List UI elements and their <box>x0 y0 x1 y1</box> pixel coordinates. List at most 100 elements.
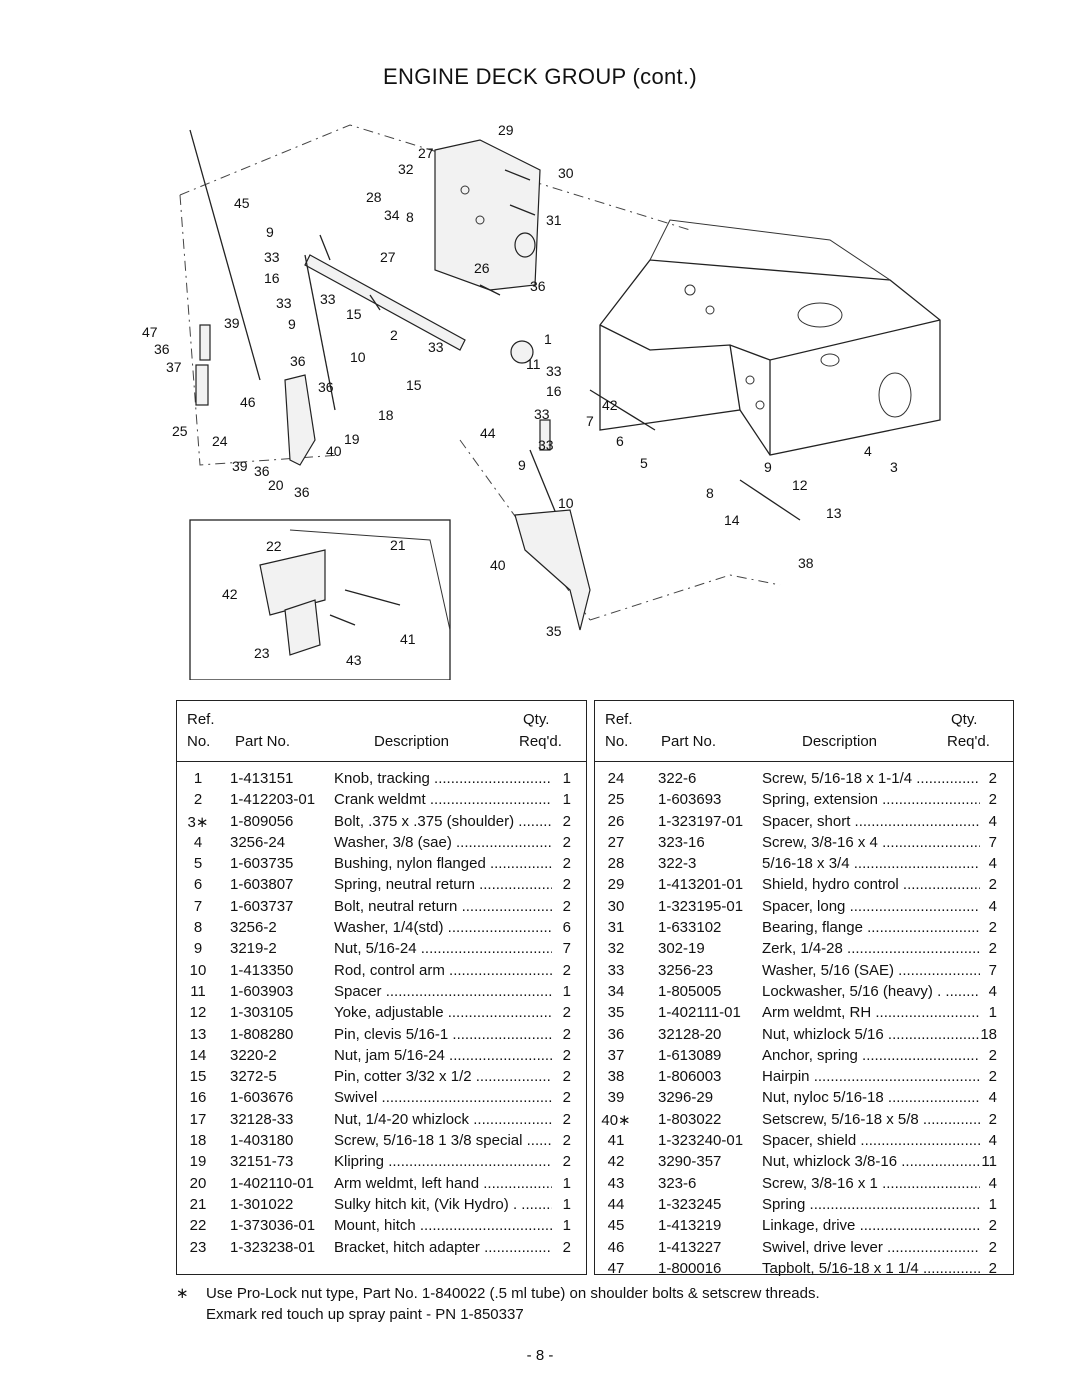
callout-number: 33 <box>428 339 444 355</box>
qty-cell: 18 <box>980 1025 997 1043</box>
part-no-cell: 1-413219 <box>658 1217 722 1235</box>
callout-number: 44 <box>480 425 496 441</box>
ref-cell: 4 <box>193 833 203 851</box>
description-cell: Swivel, drive lever <box>762 1239 980 1256</box>
engine-deck-frame <box>599 219 941 456</box>
description-cell: Bracket, hitch adapter <box>334 1239 552 1256</box>
qty-cell: 4 <box>988 812 997 830</box>
part-no-cell: 3272-5 <box>230 1068 277 1086</box>
arm-weldmt-left <box>284 374 316 466</box>
callout-number: 24 <box>212 433 228 449</box>
ref-cell: 6 <box>193 876 203 894</box>
qty-cell: 1 <box>562 982 571 1000</box>
qty-cell: 2 <box>988 770 997 787</box>
callout-number: 16 <box>546 383 562 399</box>
description-cell: Nut, 1/4-20 whizlock <box>334 1111 552 1128</box>
ref-cell: 23 <box>189 1238 207 1256</box>
part-no-cell: 1-805005 <box>658 982 722 1000</box>
part-no-cell: 1-603807 <box>230 876 294 894</box>
part-no-cell: 32151-73 <box>230 1153 294 1171</box>
description-cell: Bushing, nylon flanged <box>334 855 552 872</box>
description-cell: Nut, whizlock 5/16 <box>762 1026 980 1043</box>
ref-cell: 38 <box>607 1068 625 1086</box>
qty-cell: 2 <box>562 1025 571 1043</box>
description-cell: Arm weldmt, RH <box>762 1004 980 1021</box>
description-cell: Pin, cotter 3/32 x 1/2 <box>334 1068 552 1085</box>
callout-number: 20 <box>268 477 284 493</box>
ref-cell: 35 <box>607 1004 625 1022</box>
part-no-cell: 3256-24 <box>230 833 286 851</box>
ref-cell: 12 <box>189 1004 207 1022</box>
ref-cell: 8 <box>193 919 203 937</box>
callout-number: 34 <box>384 207 400 223</box>
part-no-cell: 1-633102 <box>658 919 722 937</box>
ref-cell: 43 <box>607 1174 625 1192</box>
description-cell: Bolt, .375 x .375 (shoulder) <box>334 813 552 830</box>
ref-cell: 47 <box>607 1259 625 1277</box>
ref-cell: 16 <box>189 1089 207 1107</box>
part-no-cell: 1-323240-01 <box>658 1132 744 1150</box>
table-row: 111-603903Spacer1 <box>177 981 586 1002</box>
part-no-cell: 1-301022 <box>230 1195 294 1213</box>
part-no-cell: 3290-357 <box>658 1153 722 1171</box>
part-no-cell: 1-809056 <box>230 812 294 830</box>
ref-cell: 37 <box>607 1046 625 1064</box>
part-no-cell: 1-323238-01 <box>230 1238 316 1256</box>
callout-number: 7 <box>586 413 594 429</box>
callout-number: 43 <box>346 652 362 668</box>
ref-cell: 46 <box>607 1238 625 1256</box>
description-cell: 5/16-18 x 3/4 <box>762 855 980 872</box>
description-cell: Swivel <box>334 1089 552 1106</box>
part-no-cell: 1-403180 <box>230 1132 294 1150</box>
part-no-cell: 323-16 <box>658 833 705 851</box>
callout-number: 22 <box>266 538 282 554</box>
callout-number: 19 <box>344 431 360 447</box>
qty-cell: 2 <box>988 791 997 809</box>
description-cell: Spacer <box>334 983 552 1000</box>
callout-number: 36 <box>290 353 306 369</box>
qty-cell: 4 <box>988 855 997 873</box>
description-cell: Mount, hitch <box>334 1217 552 1234</box>
qty-cell: 2 <box>562 1153 571 1171</box>
ref-cell: 3∗ <box>187 813 209 831</box>
callout-number: 33 <box>538 437 554 453</box>
qty-cell: 2 <box>562 1110 571 1128</box>
qty-cell: 2 <box>562 897 571 915</box>
part-no-cell: 1-603735 <box>230 855 294 873</box>
description-cell: Shield, hydro control <box>762 876 980 893</box>
callout-number: 18 <box>378 407 394 423</box>
callout-number: 33 <box>276 295 292 311</box>
footnote-line-2: Exmark red touch up spray paint - PN 1-8… <box>206 1306 524 1323</box>
qty-cell: 4 <box>988 1132 997 1150</box>
qty-cell: 2 <box>988 1259 997 1277</box>
header-reqd: Req'd. <box>519 733 562 750</box>
part-no-cell: 1-402110-01 <box>230 1174 314 1192</box>
callout-number: 45 <box>234 195 250 211</box>
part-no-cell: 1-413227 <box>658 1238 722 1256</box>
part-no-cell: 1-323195-01 <box>658 897 744 915</box>
ref-cell: 42 <box>607 1153 625 1171</box>
callout-number: 33 <box>320 291 336 307</box>
callout-number: 4 <box>864 443 872 459</box>
description-cell: Spacer, short <box>762 813 980 830</box>
part-no-cell: 1-808280 <box>230 1025 294 1043</box>
callout-number: 40 <box>326 443 342 459</box>
callout-number: 11 <box>526 356 541 372</box>
description-cell: Zerk, 1/4-28 <box>762 940 980 957</box>
table-row: 381-806003Hairpin2 <box>595 1066 1013 1087</box>
